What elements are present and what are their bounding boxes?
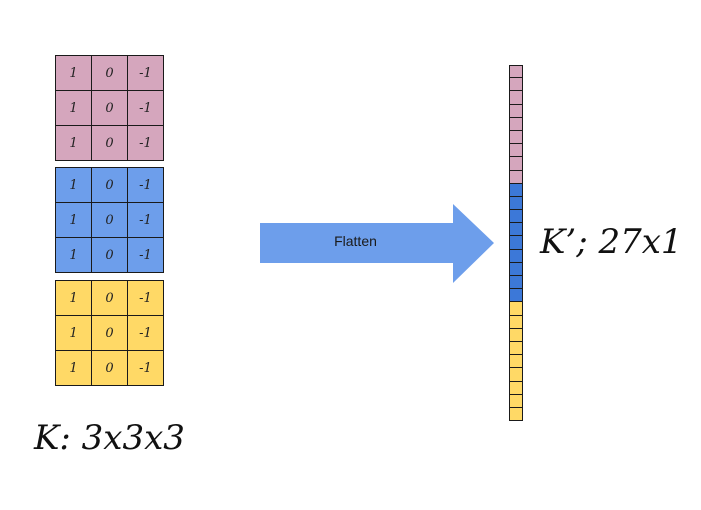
vector-cell	[509, 223, 523, 237]
vector-cell	[509, 144, 523, 158]
kernel-cell: 1	[55, 202, 92, 238]
kernel-cell: 1	[55, 280, 92, 316]
flattened-label: K’; 27x1	[540, 222, 683, 262]
kernel-cell: -1	[127, 125, 164, 161]
vector-cell	[509, 104, 523, 118]
vector-cell	[509, 130, 523, 145]
kernel-cell: 1	[55, 125, 92, 161]
kernel-cell: -1	[127, 237, 164, 273]
vector-cell	[509, 289, 523, 303]
flatten-label: Flatten	[334, 233, 377, 249]
flatten-arrow-icon	[260, 204, 494, 283]
kernel-cell: -1	[127, 202, 164, 238]
kernel-cell: 0	[91, 90, 128, 126]
vector-cell	[509, 276, 523, 290]
vector-cell	[509, 170, 523, 184]
vector-cell	[509, 407, 523, 422]
kernel-cell: -1	[127, 55, 164, 91]
vector-cell	[509, 328, 523, 342]
vector-cell	[509, 157, 523, 171]
vector-cell	[509, 394, 523, 408]
kernel-label: K: 3x3x3	[34, 418, 185, 458]
vector-cell	[509, 355, 523, 369]
kernel-cell: 0	[91, 55, 128, 91]
vector-cell	[509, 183, 523, 197]
kernel-cell: -1	[127, 350, 164, 386]
flattened-vector-27x1	[509, 65, 523, 422]
vector-cell	[509, 210, 523, 224]
vector-cell	[509, 249, 523, 263]
vector-cell	[509, 302, 523, 316]
vector-cell	[509, 341, 523, 356]
kernel-cell: -1	[127, 315, 164, 351]
kernel-cell: 1	[55, 167, 92, 203]
kernel-cell: 0	[91, 125, 128, 161]
vector-cell	[509, 262, 523, 276]
kernel-cell: -1	[127, 280, 164, 316]
vector-cell	[509, 315, 523, 329]
kernel-cell: 0	[91, 350, 128, 386]
kernel-cell: 1	[55, 90, 92, 126]
kernel-cell: 0	[91, 202, 128, 238]
vector-cell	[509, 65, 523, 79]
vector-cell	[509, 91, 523, 105]
kernel-cell: 1	[55, 315, 92, 351]
vector-cell	[509, 117, 523, 131]
kernel-cell: 0	[91, 280, 128, 316]
kernel-cell: 1	[55, 350, 92, 386]
kernel-cell: 1	[55, 237, 92, 273]
kernel-cell: 0	[91, 167, 128, 203]
arrow-shape	[260, 204, 494, 283]
vector-cell	[509, 368, 523, 382]
kernel-cell: 1	[55, 55, 92, 91]
kernel-cell: -1	[127, 90, 164, 126]
vector-cell	[509, 78, 523, 92]
vector-cell	[509, 196, 523, 211]
vector-cell	[509, 381, 523, 395]
kernel-cell: -1	[127, 167, 164, 203]
vector-cell	[509, 236, 523, 250]
kernel-cell: 0	[91, 315, 128, 351]
kernel-cell: 0	[91, 237, 128, 273]
